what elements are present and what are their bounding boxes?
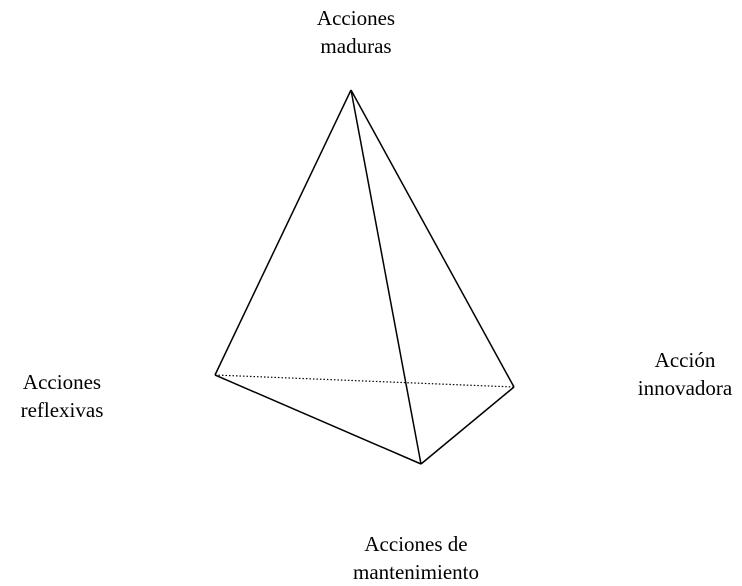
edge-apex-innovadora [350,89,515,388]
edge-apex-reflexivas [214,89,352,376]
vertex-label-acciones-maduras: Acciones maduras [276,4,436,60]
vertex-label-accion-innovadora: Acción innovadora [628,346,742,402]
vertex-label-acciones-reflexivas: Acciones reflexivas [0,368,124,424]
vertex-label-acciones-de-mantenimiento: Acciones de mantenimiento [336,530,496,586]
label-line: Acciones [316,6,396,30]
label-line: Acciones [22,370,102,394]
edge-reflexivas-mantenimiento [214,374,422,465]
edge-reflexivas-innovadora-hidden [214,374,515,388]
label-line: reflexivas [20,398,104,422]
label-line: Acción [654,348,716,372]
label-line: mantenimiento [353,560,479,584]
label-line: innovadora [637,376,733,400]
label-line: Acciones de [364,532,468,556]
label-line: maduras [320,34,392,58]
edge-mantenimiento-innovadora [420,386,515,465]
edge-apex-mantenimiento [350,89,422,465]
